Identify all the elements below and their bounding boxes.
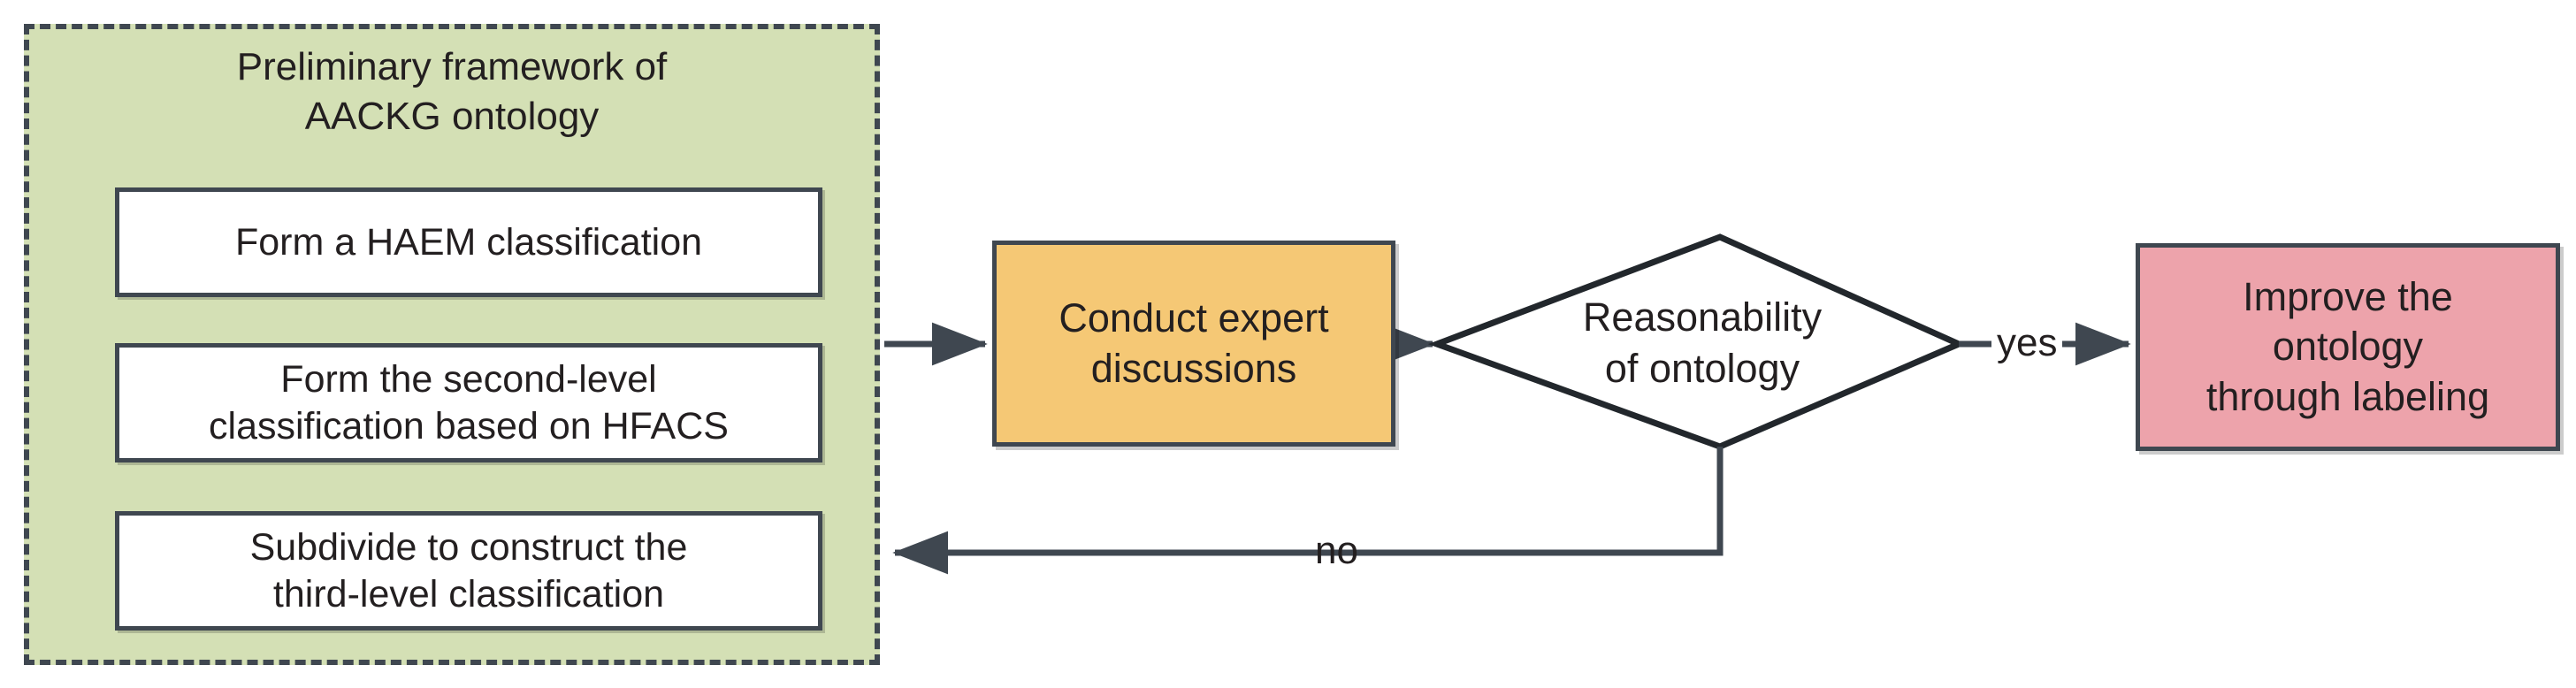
process-box-haem-classification[interactable]: Form a HAEM classification — [115, 187, 822, 297]
arrow-decision-no — [892, 447, 1724, 575]
process-box-third-level-classification[interactable]: Subdivide to construct the third-level c… — [115, 511, 822, 631]
process-box-improve-ontology[interactable]: Improve the ontology through labeling — [2136, 243, 2560, 451]
process-box-second-level-classification[interactable]: Form the second-level classification bas… — [115, 343, 822, 462]
process-box-conduct-expert-discussions[interactable]: Conduct expert discussions — [992, 241, 1395, 447]
edge-label-yes: yes — [1991, 324, 2063, 363]
decision-diamond — [1427, 233, 1967, 450]
group-title: Preliminary framework of AACKG ontology — [236, 45, 668, 139]
edge-label-no: no — [1315, 529, 1358, 572]
